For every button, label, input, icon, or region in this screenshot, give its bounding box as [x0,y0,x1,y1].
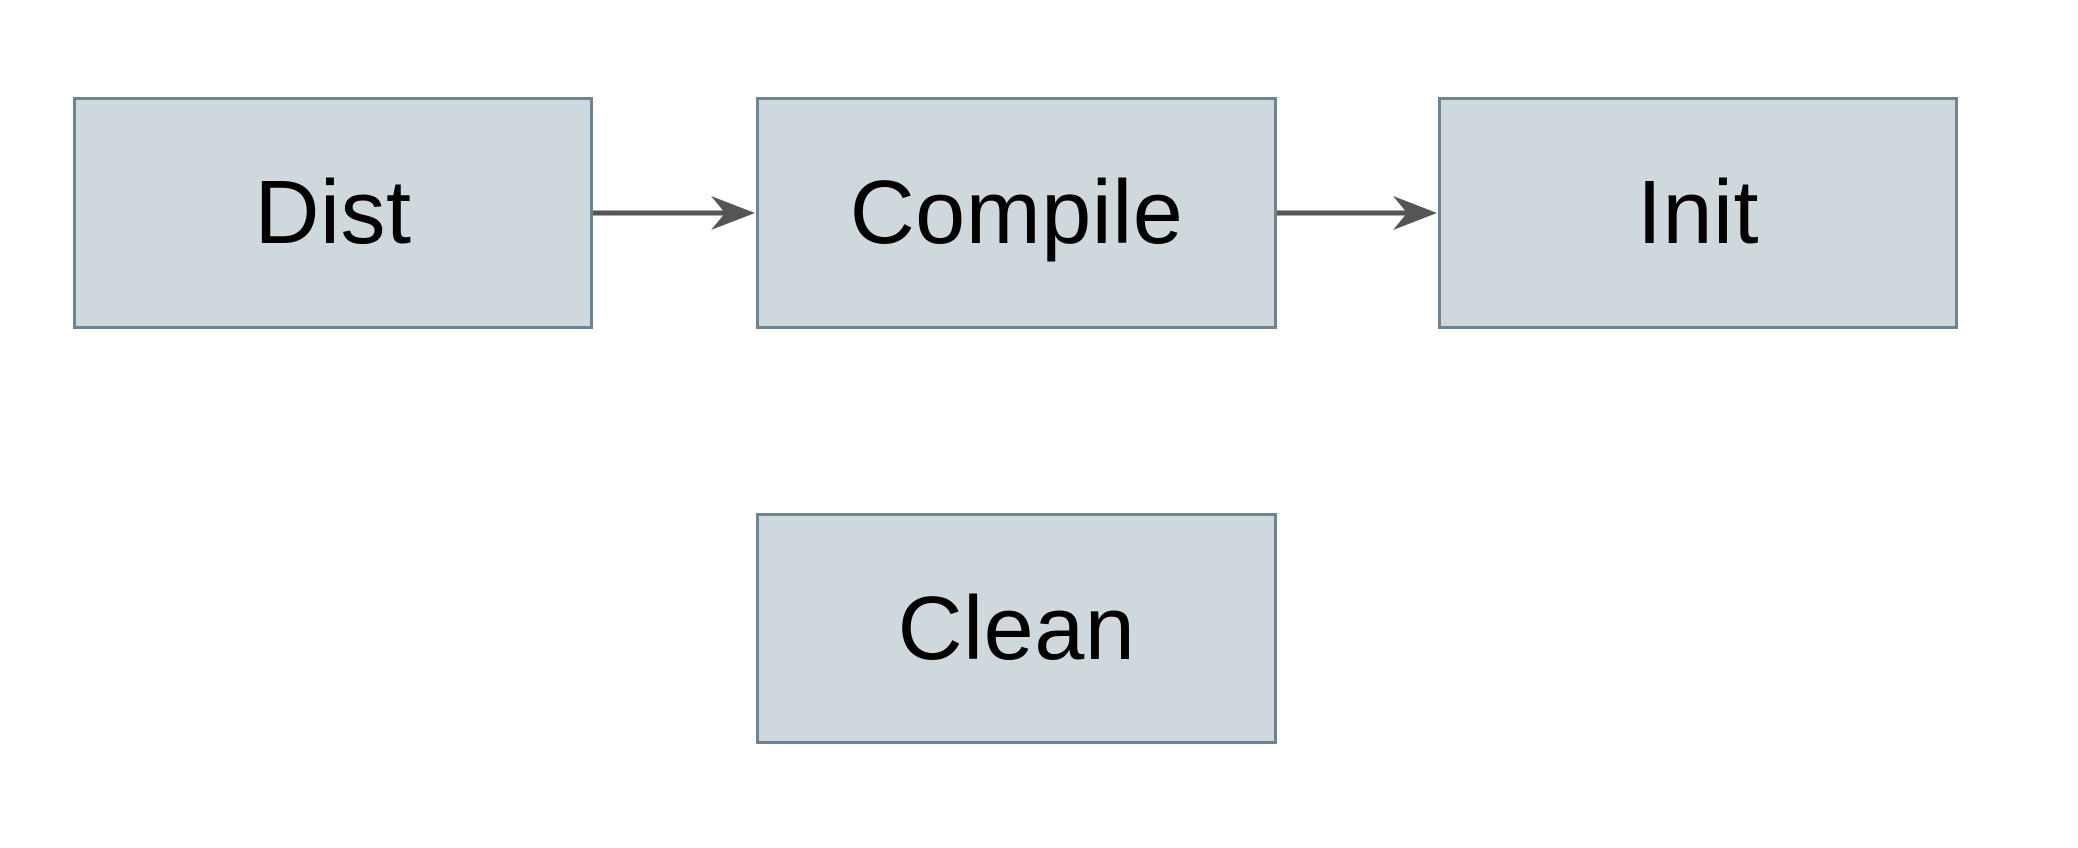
node-compile-label: Compile [849,163,1184,263]
arrow-compile-to-init[interactable] [1277,196,1437,230]
node-dist[interactable]: Dist [73,97,593,329]
node-clean-label: Clean [897,578,1136,679]
node-init[interactable]: Init [1438,97,1958,329]
node-init-label: Init [1636,163,1760,263]
node-dist-label: Dist [254,163,412,263]
node-compile[interactable]: Compile [756,97,1277,329]
arrow-dist-to-compile[interactable] [593,196,755,230]
node-clean[interactable]: Clean [756,513,1277,744]
